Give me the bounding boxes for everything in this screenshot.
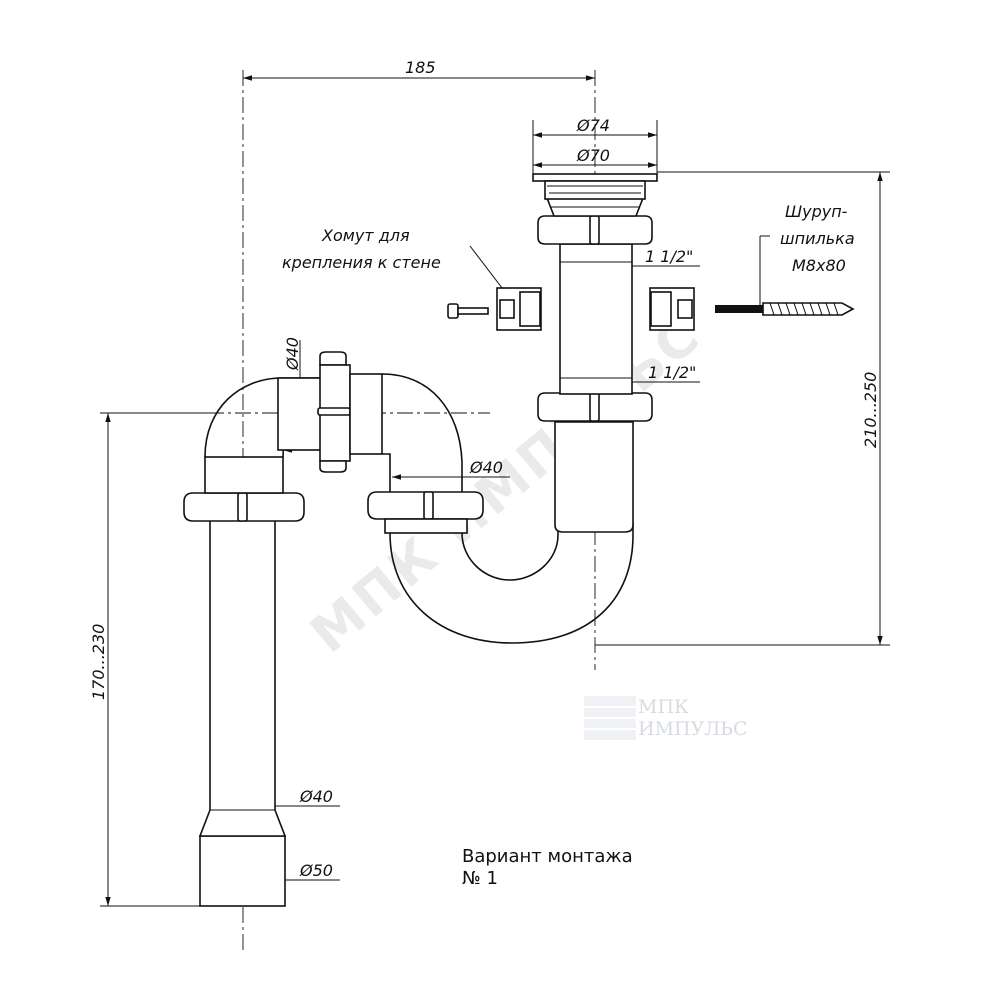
- installation-caption: Вариант монтажа № 1: [462, 846, 633, 889]
- clamp-note-line2: крепления к стене: [282, 253, 441, 272]
- extension-lines: [100, 120, 890, 907]
- watermark-diagonal-text: МПК ИМПУЛЬС: [300, 305, 713, 665]
- caption-line2: № 1: [462, 868, 498, 889]
- caption-line1: Вариант монтажа: [462, 846, 633, 867]
- watermark-diagonal: МПК ИМПУЛЬС: [300, 305, 713, 665]
- pipe-40-section: [198, 519, 287, 837]
- dim-diameter-70: Ø70: [576, 146, 610, 165]
- riser-lower-nut: [537, 392, 653, 422]
- dim-diameter-40-trap: Ø40: [469, 458, 503, 477]
- pipe-50-section: [199, 835, 286, 907]
- watermark-logo-line1: МПК: [638, 696, 689, 718]
- screw-note-line3: M8x80: [792, 256, 846, 275]
- dim-diameter-74: Ø74: [576, 116, 610, 135]
- screw-stud: [715, 302, 855, 316]
- dimension-labels: 185 Ø74 Ø70 1 1/2" 1 1/2" Ø40 Ø40 Ø40 Ø5…: [89, 58, 880, 880]
- riser-upper-nut: [537, 197, 653, 245]
- dim-diameter-40-pipe: Ø40: [299, 787, 333, 806]
- left-union-nut: [183, 456, 305, 522]
- strainer-flange: [532, 173, 658, 200]
- riser-tube: [559, 243, 633, 395]
- callout-notes: Хомут для крепления к стене Шуруп- шпиль…: [282, 202, 855, 275]
- watermark-logo: МПК ИМПУЛЬС: [584, 696, 748, 740]
- dim-height-left: 170...230: [89, 624, 108, 700]
- connector-bend: [381, 373, 463, 493]
- watermark-logo-line2: ИМПУЛЬС: [638, 718, 748, 740]
- dim-height-right: 210...250: [861, 372, 880, 448]
- dim-thread-upper: 1 1/2": [645, 247, 693, 266]
- center-union-nut: [317, 351, 383, 473]
- dim-width-total: 185: [405, 58, 436, 77]
- dim-diameter-40-elbow: Ø40: [283, 337, 302, 371]
- wall-clamp-right: [649, 287, 695, 331]
- u-trap: [389, 421, 634, 644]
- elbow-bend: [204, 377, 323, 458]
- screw-note-line1: Шуруп-: [785, 202, 848, 221]
- wall-clamp-left: [447, 287, 542, 331]
- dim-thread-lower: 1 1/2": [648, 363, 696, 382]
- clamp-note-line1: Хомут для: [321, 226, 410, 245]
- outlet-pipe: [198, 519, 287, 907]
- dim-diameter-50-pipe: Ø50: [299, 861, 333, 880]
- screw-note-line2: шпилька: [780, 229, 855, 248]
- trap-union-nut: [367, 491, 484, 534]
- dimension-lines: [105, 75, 883, 906]
